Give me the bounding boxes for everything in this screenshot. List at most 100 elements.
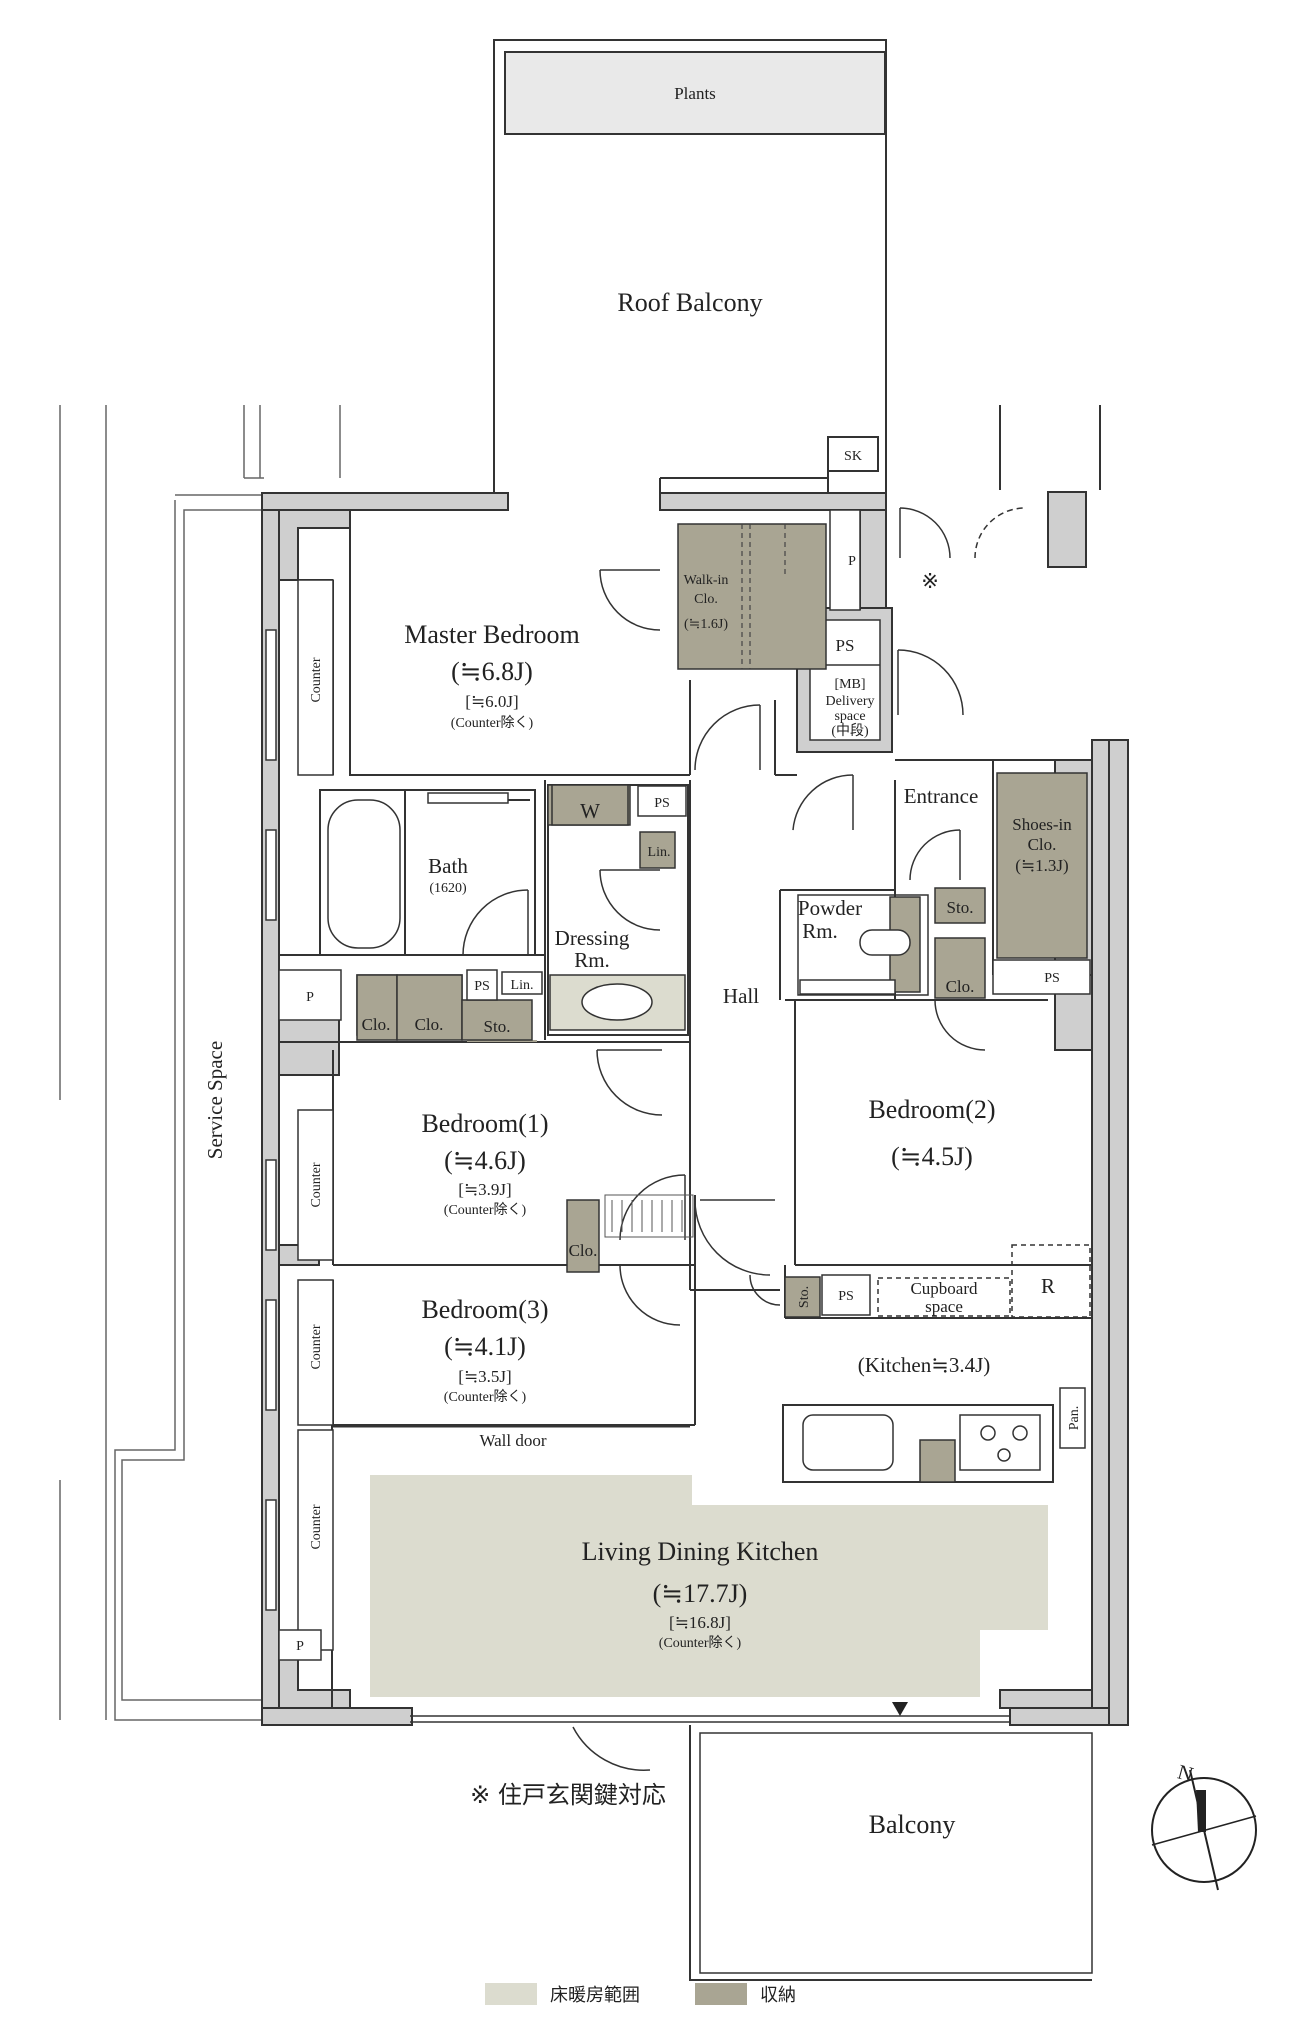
burner-2 [1012, 1425, 1028, 1441]
bedroom1-note: (Counter除く) [444, 1202, 527, 1218]
clo-1-label: Clo. [362, 1015, 391, 1034]
bathtub [327, 799, 401, 949]
ps-top-label: PS [836, 636, 855, 655]
master-name: Master Bedroom [404, 620, 579, 649]
kitchen-label: (Kitchen≒3.4J) [858, 1353, 990, 1377]
doors [462, 507, 1026, 1771]
sk-box [827, 436, 879, 472]
cupboard-space [877, 1244, 1091, 1318]
counter-master: Counter [309, 657, 324, 702]
ldk-note: (Counter除く) [659, 1635, 742, 1651]
r-label: R [1041, 1274, 1055, 1298]
ps-bath-label: PS [474, 979, 490, 994]
wall-door-label: Wall door [479, 1431, 546, 1450]
walkin-shelves [741, 524, 786, 669]
counter-bedroom3: Counter [309, 1324, 324, 1369]
stove [959, 1414, 1041, 1471]
bedroom2-area: (≒4.5J) [891, 1142, 973, 1171]
sink-bowl [581, 983, 653, 1021]
bedroom3-area: (≒4.1J) [444, 1332, 526, 1361]
dressing-l1: Dressing [555, 926, 630, 950]
walkin-l1: Walk-in [684, 573, 729, 588]
bedroom3-name: Bedroom(3) [421, 1295, 548, 1324]
bath-size: (1620) [429, 881, 467, 896]
bedroom3-note: (Counter除く) [444, 1389, 527, 1405]
shoes-l2: Clo. [1028, 835, 1057, 854]
legend-label-heat: 床暖房範囲 [550, 1985, 640, 2006]
counter-ldk: Counter [309, 1504, 324, 1549]
sto-bath-label: Sto. [484, 1017, 511, 1036]
bedroom1-name: Bedroom(1) [421, 1109, 548, 1138]
roof-balcony-label: Roof Balcony [617, 288, 762, 317]
burner-3 [997, 1448, 1011, 1462]
legend-swatch-heat [485, 1983, 537, 2005]
powder-l1: Powder [798, 896, 862, 920]
washer [551, 784, 629, 826]
clo-entrance-label: Clo. [946, 977, 975, 996]
mb-l4: (中段) [831, 723, 869, 739]
master-area: (≒6.8J) [451, 657, 533, 686]
bath-shelf [427, 792, 509, 804]
p-ldk-label: P [296, 1639, 304, 1654]
clo-bed1-label: Clo. [569, 1241, 598, 1260]
walkin-l3: (≒1.6J) [684, 617, 728, 632]
master-note: (Counter除く) [451, 715, 534, 731]
bedroom1-net: [≒3.9J] [458, 1180, 511, 1199]
sk-label: SK [844, 449, 862, 464]
kitchen-sink [802, 1414, 894, 1471]
hatch [604, 1194, 694, 1238]
service-space-area [59, 405, 341, 1721]
plants-box [504, 51, 886, 135]
mb-l2: Delivery [826, 694, 875, 709]
ps-kitchen-label: PS [838, 1289, 854, 1304]
balcony-label: Balcony [869, 1810, 956, 1839]
ps-dress-box [637, 785, 687, 817]
left-windows [265, 629, 277, 1611]
bedroom1-area: (≒4.6J) [444, 1146, 526, 1175]
p-left-label: P [306, 990, 314, 1005]
north-label: N [1175, 1760, 1196, 1787]
bath-name: Bath [428, 854, 468, 878]
clo-2-label: Clo. [415, 1015, 444, 1034]
footnote: ※ 住戸玄関鍵対応 [470, 1781, 666, 1809]
partitions [279, 528, 1092, 1708]
counters [297, 579, 334, 1651]
ps-entrance-label: PS [1044, 971, 1060, 986]
hall-label: Hall [723, 984, 759, 1008]
master-net: [≒6.0J] [465, 692, 518, 711]
pan-box [1059, 1387, 1086, 1449]
shoes-l1: Shoes-in [1012, 815, 1072, 834]
legend: 床暖房範囲 収納 [485, 1983, 796, 2006]
balcony [410, 1715, 1093, 1981]
ps-dress-label: PS [654, 796, 670, 811]
ldk-name: Living Dining Kitchen [582, 1537, 819, 1566]
small-boxes [278, 959, 1091, 1661]
bedroom2-name: Bedroom(2) [868, 1095, 995, 1124]
ldk-marker [892, 1702, 908, 1716]
sto-hall-label: Sto. [797, 1286, 812, 1308]
closet-fronts [356, 974, 533, 1041]
entrance-label: Entrance [904, 784, 979, 808]
service-space-label: Service Space [203, 1041, 227, 1159]
bedroom3-net: [≒3.5J] [458, 1367, 511, 1386]
sto-entrance-label: Sto. [947, 898, 974, 917]
cupboard-l2: space [925, 1297, 963, 1316]
shoes-l3: (≒1.3J) [1015, 856, 1068, 875]
cupboard-l1: Cupboard [910, 1279, 978, 1298]
p-top-label: P [848, 554, 856, 569]
powder-l2: Rm. [802, 919, 838, 943]
ldk-net: [≒16.8J] [669, 1613, 731, 1632]
walkin-l2: Clo. [694, 592, 718, 607]
mb-l3: space [834, 709, 865, 724]
lin-bath-label: Lin. [511, 978, 534, 993]
ldk-area: (≒17.7J) [653, 1579, 748, 1608]
p-top-box [829, 509, 861, 611]
burner-1 [980, 1425, 996, 1441]
toilet [859, 929, 911, 956]
powder-room [797, 894, 929, 996]
note-mark: ※ [921, 569, 939, 593]
dressing-l2: Rm. [574, 948, 610, 972]
ldk-floor-heating [370, 1475, 1048, 1697]
legend-label-storage: 収納 [760, 1985, 796, 2006]
pan-label: Pan. [1067, 1406, 1082, 1431]
